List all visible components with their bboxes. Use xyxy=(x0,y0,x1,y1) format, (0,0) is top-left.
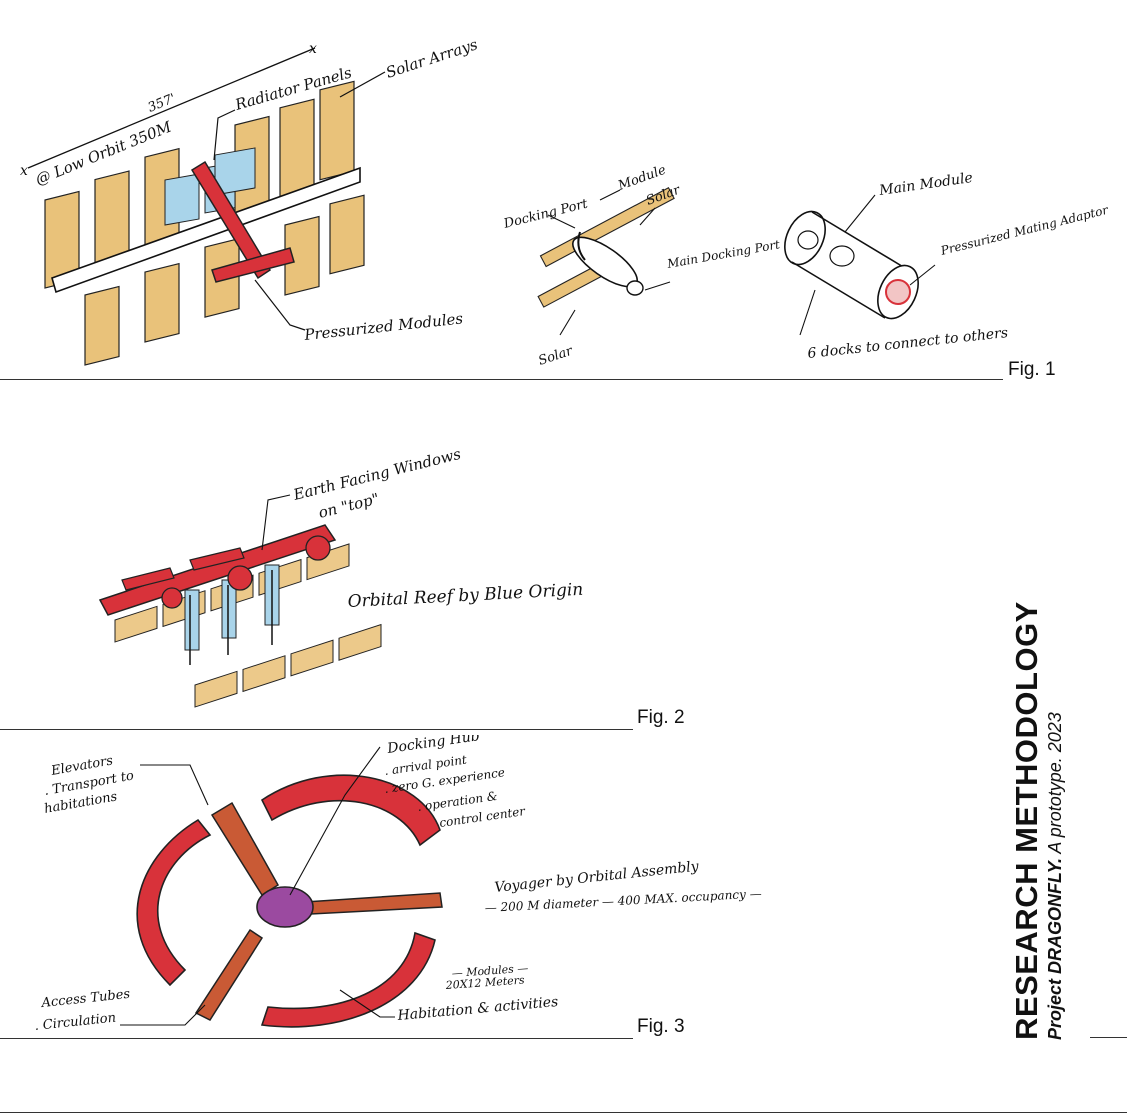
research-methodology-title: RESEARCH METHODOLOGY xyxy=(1009,601,1044,1040)
fig1-rule xyxy=(0,379,1003,380)
fig3-rule xyxy=(0,1038,633,1039)
pressurized-label: Pressurized Modules xyxy=(303,309,465,344)
habitation-ring xyxy=(136,774,441,1028)
svg-text:x: x xyxy=(20,163,28,179)
modules-label-2: 20X12 Meters xyxy=(444,973,525,992)
fig1-sketch: x x @ Low Orbit 350M 357' xyxy=(20,35,1111,369)
solar-top-label: Solar xyxy=(644,182,683,208)
mating-adaptor-label: Pressurized Mating Adaptor xyxy=(938,202,1110,258)
docks-label: 6 docks to connect to others xyxy=(807,325,1009,362)
habitation-label: Habitation & activities xyxy=(396,994,559,1024)
docking-port-label: Docking Port xyxy=(501,196,590,232)
main-module-label: Main Module xyxy=(877,170,973,199)
fig2-rule xyxy=(0,729,633,730)
project-subtitle: Project DRAGONFLY. A prototype. 2023 xyxy=(1044,601,1066,1040)
reef-spine xyxy=(98,524,337,616)
solar-arrays-label: Solar Arrays xyxy=(384,35,480,82)
module-sketch xyxy=(537,187,675,308)
svg-text:x: x xyxy=(309,41,317,57)
solar-arrays xyxy=(44,80,365,366)
side-rule xyxy=(1090,1037,1127,1038)
access-label-2: . Circulation xyxy=(34,1011,117,1034)
fig2-sketch: Earth Facing Windows on "top" Orbital Re… xyxy=(98,445,584,708)
fig3-sketch: Elevators . Transport to habitations Doc… xyxy=(34,735,762,1034)
orbital-reef-label: Orbital Reef by Blue Origin xyxy=(347,580,584,612)
project-tagline: A prototype. 2023 xyxy=(1045,712,1065,858)
spokes xyxy=(194,801,443,1021)
fig1-label: Fig. 1 xyxy=(1008,359,1056,380)
project-name: Project DRAGONFLY. xyxy=(1045,857,1065,1040)
main-docking-port-label: Main Docking Port xyxy=(665,237,781,271)
docking-hub-label: Docking Hub xyxy=(385,735,480,757)
pressurized-modules xyxy=(190,160,295,283)
solar-bottom-label: Solar xyxy=(537,344,576,369)
truss xyxy=(51,166,361,294)
fig2-label: Fig. 2 xyxy=(637,707,685,728)
main-module-sketch xyxy=(784,210,919,320)
fig3-label: Fig. 3 xyxy=(637,1016,685,1037)
docking-hub xyxy=(256,886,314,928)
modules-label-1: — Modules — xyxy=(451,962,528,980)
bottom-rule xyxy=(0,1112,1127,1113)
access-label-1: Access Tubes xyxy=(40,987,131,1011)
side-title-block: RESEARCH METHODOLOGY Project DRAGONFLY. … xyxy=(1009,601,1066,1040)
